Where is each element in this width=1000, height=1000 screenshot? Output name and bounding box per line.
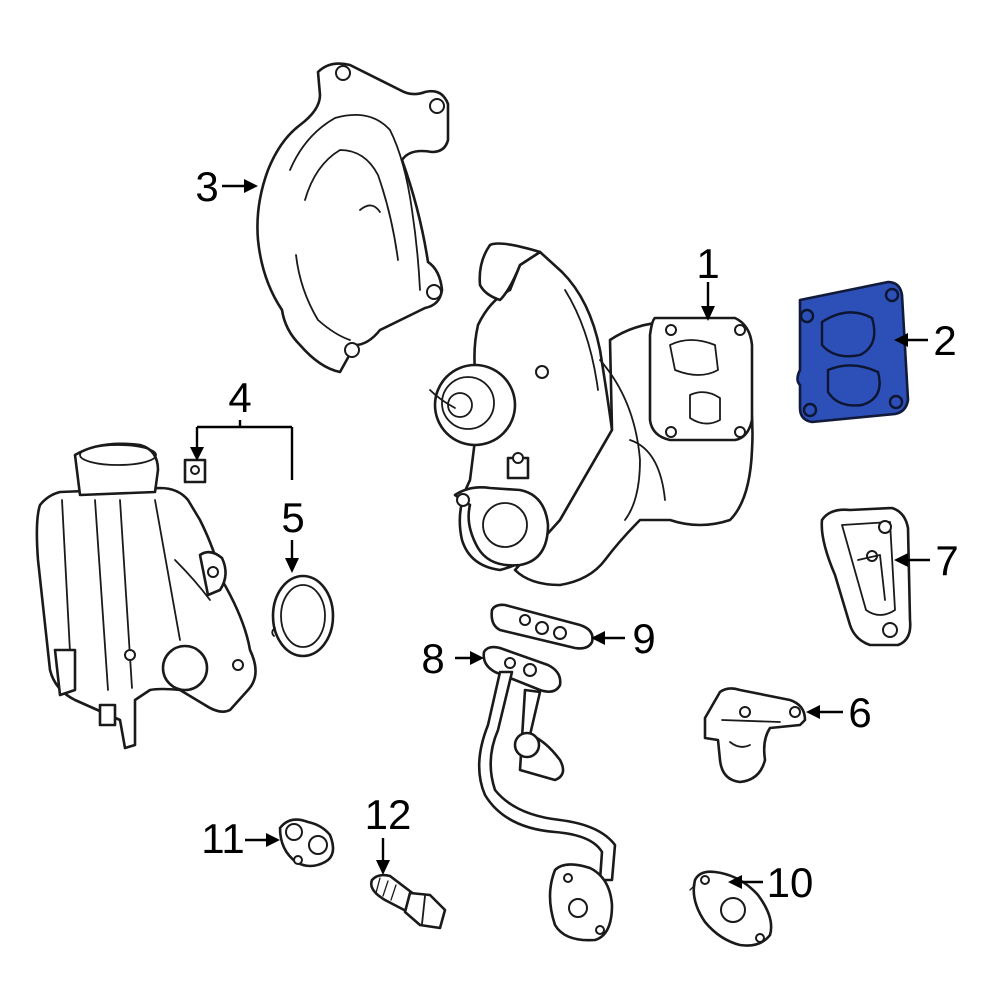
part-4-valve-housing[interactable] (35, 442, 257, 750)
part-7-bracket[interactable] (820, 506, 912, 647)
part-9-gasket[interactable] (490, 603, 594, 650)
callout-6: 6 (806, 689, 872, 736)
callout-9: 9 (591, 615, 656, 662)
part-3-heat-shield[interactable] (256, 62, 450, 374)
part-12-bolt[interactable] (370, 873, 447, 930)
part-8-oil-line[interactable] (477, 645, 617, 942)
part-10-gasket[interactable] (689, 870, 773, 947)
part-1-turbocharger[interactable] (429, 242, 754, 587)
callout-11-label: 11 (201, 815, 245, 862)
callout-10: 10 (728, 859, 813, 906)
callout-10-label: 10 (767, 859, 814, 906)
callout-8: 8 (421, 635, 484, 682)
callout-8-label: 8 (421, 635, 444, 682)
callout-7-label: 7 (935, 537, 958, 584)
part-5-seal-ring[interactable] (271, 574, 335, 658)
callout-1-label: 1 (696, 240, 719, 287)
callout-5-label: 5 (281, 494, 304, 541)
callout-12-label: 12 (365, 791, 412, 838)
callout-3-label: 3 (195, 163, 218, 210)
callout-9-label: 9 (632, 615, 655, 662)
callout-5: 5 (281, 494, 305, 573)
callout-2-label: 2 (933, 317, 956, 364)
callout-2: 2 (894, 317, 957, 364)
callout-7: 7 (894, 537, 959, 584)
callout-3: 3 (195, 163, 258, 210)
callout-11: 11 (201, 815, 280, 862)
part-11-seal[interactable] (278, 818, 335, 868)
callout-4: 4 (190, 374, 294, 480)
part-2-gasket[interactable] (796, 280, 910, 424)
callout-1: 1 (696, 240, 720, 321)
callout-12: 12 (365, 791, 412, 875)
part-6-connector[interactable] (703, 687, 807, 784)
callout-4-label: 4 (228, 374, 251, 421)
callout-6-label: 6 (848, 689, 871, 736)
